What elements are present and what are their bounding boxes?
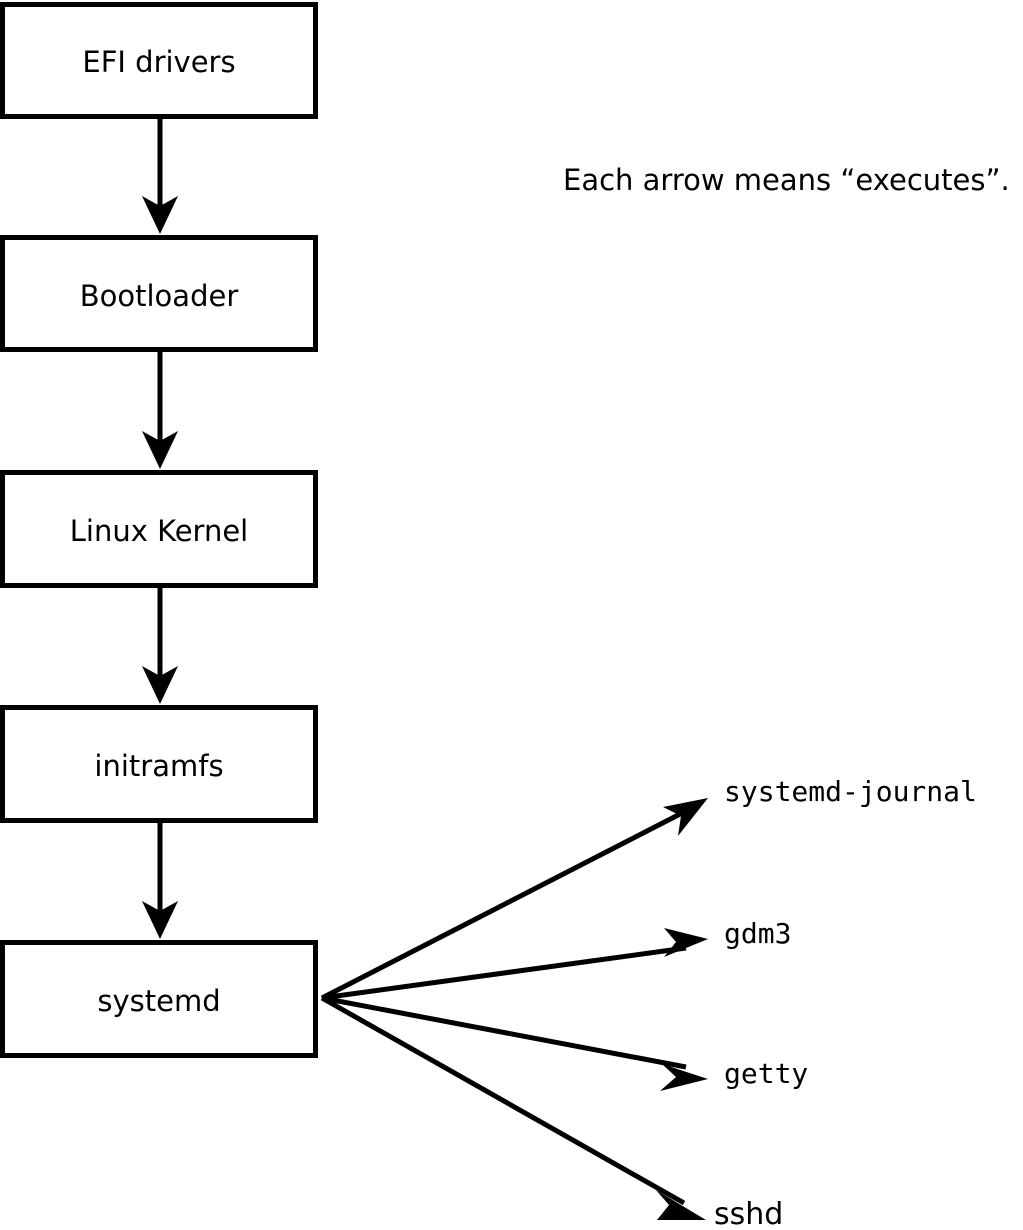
arrow-systemd-to-systemd-journal (320, 798, 708, 1001)
arrowhead-icon (142, 196, 178, 234)
arrowhead-icon (142, 901, 178, 939)
arrow-systemd-to-sshd (320, 995, 706, 1220)
node-systemd[interactable]: systemd (0, 940, 318, 1058)
arrowhead-icon (664, 928, 708, 957)
arrowhead-icon (660, 1064, 708, 1091)
arrowhead-icon (656, 1190, 706, 1220)
node-initramfs[interactable]: initramfs (0, 705, 318, 823)
node-systemd-label: systemd (97, 984, 220, 1018)
leaf-label-sshd: sshd (714, 1197, 783, 1230)
node-bootloader-rect[interactable] (0, 235, 318, 352)
node-efi-drivers-rect[interactable] (0, 2, 318, 119)
legend-note: Each arrow means “executes”. (563, 163, 1010, 197)
arrow-systemd-to-gdm3 (321, 928, 708, 1001)
node-linux-kernel-rect[interactable] (0, 470, 318, 588)
node-systemd-rect[interactable] (0, 940, 318, 1058)
node-initramfs-label: initramfs (94, 749, 223, 783)
leaf-label-systemd-journal: systemd-journal (724, 775, 977, 808)
arrow-systemd-to-getty (321, 995, 708, 1091)
arrow-efi-to-bootloader (142, 119, 178, 234)
node-bootloader[interactable]: Bootloader (0, 235, 318, 352)
leaf-label-gdm3: gdm3 (724, 917, 791, 950)
arrow-kernel-to-initramfs (142, 588, 178, 704)
arrow-initramfs-to-systemd (142, 823, 178, 939)
arrow-bootloader-to-kernel (142, 352, 178, 469)
node-bootloader-label: Bootloader (80, 279, 239, 313)
leaf-label-getty: getty (724, 1057, 808, 1090)
arrowhead-icon (142, 666, 178, 704)
node-efi-drivers[interactable]: EFI drivers (0, 2, 318, 119)
arrowhead-icon (142, 431, 178, 469)
node-efi-drivers-label: EFI drivers (82, 45, 235, 79)
node-linux-kernel-label: Linux Kernel (70, 514, 248, 548)
node-initramfs-rect[interactable] (0, 705, 318, 823)
node-linux-kernel[interactable]: Linux Kernel (0, 470, 318, 588)
arrowhead-icon (663, 798, 708, 836)
